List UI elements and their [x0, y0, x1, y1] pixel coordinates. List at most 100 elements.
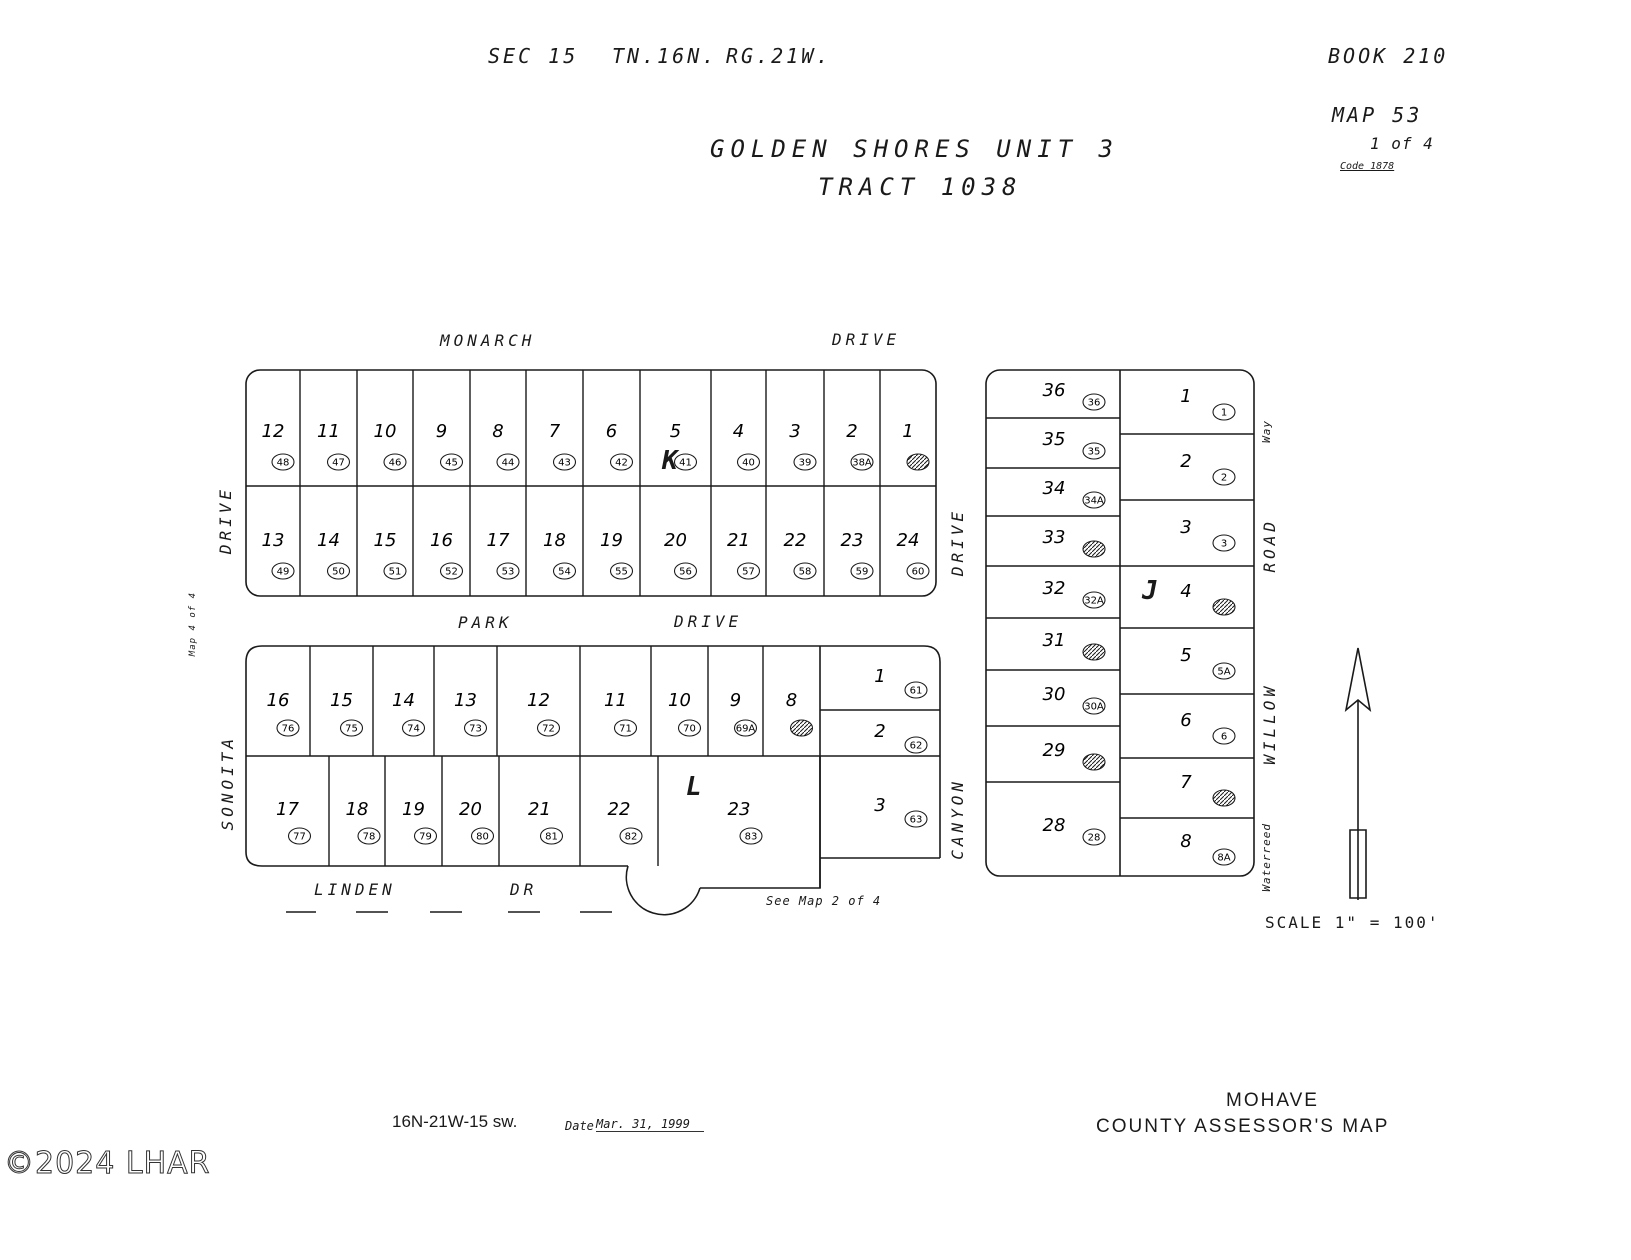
block-j-right-parcel-1: 1 [1221, 408, 1227, 419]
block-l-label: L [686, 772, 702, 802]
block-k-lot-10: 10 [374, 421, 397, 442]
block-l-lot-17: 17 [276, 799, 299, 820]
block-k-parcel-oval-8 [496, 453, 520, 471]
block-l-right-lot-1: 1 [874, 666, 885, 687]
block-l-parcel-oval-10 [677, 719, 702, 737]
code-label: Code 1878 [1340, 161, 1395, 172]
block-j-lot-28: 28 [1043, 815, 1066, 836]
block-j-lot-34: 34 [1043, 478, 1066, 499]
block-l-lot-23: 23 [728, 799, 751, 820]
block-j-right-lot-6: 6 [1180, 710, 1191, 731]
map-number-label: MAP 53 [1332, 103, 1423, 127]
block-k-parcel-8: 44 [502, 458, 515, 469]
block-k-parcel-oval-24 [906, 562, 930, 580]
block-j-right-parcel-oval-6 [1212, 727, 1236, 745]
block-k-lot-11: 11 [317, 421, 340, 442]
block-l-parcel-22: 82 [625, 832, 638, 843]
block-k-parcel-2: 38A [852, 458, 872, 469]
block-j-right-lot-7: 7 [1180, 772, 1192, 793]
block-j-right-parcel-8: 8A [1217, 853, 1230, 864]
block-j-parcel-oval-35 [1082, 442, 1106, 460]
block-k-lot-15: 15 [374, 530, 397, 551]
block-k-lot-1: 1 [902, 421, 913, 442]
block-l-parcel-oval-12 [536, 719, 561, 737]
block-j-parcel-oval-28 [1082, 828, 1106, 846]
block-l-lot-19: 19 [402, 799, 425, 820]
block-l-lot-9: 9 [730, 690, 741, 711]
block-k-parcel-17: 53 [502, 567, 515, 578]
block-j-right-parcel-oval-2 [1212, 468, 1236, 486]
block-k-label: K [662, 446, 678, 476]
block-k-parcel-19: 55 [615, 567, 628, 578]
date-value: Mar. 31, 1999 [596, 1117, 704, 1132]
block-j-parcel-oval-32 [1082, 591, 1106, 609]
block-k-parcel-oval-21 [736, 562, 761, 580]
block-l-parcel-9: 69A [736, 724, 756, 735]
block-j-parcel-oval-31 [1082, 643, 1106, 661]
block-l-parcel-oval-23 [739, 827, 763, 845]
block-j-right-parcel-2: 2 [1221, 473, 1227, 484]
block-l-parcel-12: 72 [542, 724, 555, 735]
block-k-parcel-oval-3 [793, 453, 817, 471]
block-l-parcel-17: 77 [293, 832, 306, 843]
block-j-parcel-36: 36 [1088, 398, 1101, 409]
monarch-drive-label: DRIVE [832, 330, 901, 349]
block-j-right-lot-4: 4 [1180, 581, 1191, 602]
block-k-parcel-18: 54 [558, 567, 571, 578]
block-k-lot-5: 5 [670, 421, 681, 442]
block-k-parcel-3: 39 [799, 458, 812, 469]
copyright-watermark: ©2024 LHAR [4, 1146, 211, 1182]
block-k-parcel-21: 57 [742, 567, 755, 578]
block-l-right-parcel-3: 63 [910, 815, 923, 826]
block-k-parcel-7: 43 [558, 458, 571, 469]
block-j-right-parcel-oval-7 [1212, 789, 1236, 807]
block-j-lot-29: 29 [1043, 740, 1066, 761]
block-j-lot-30: 30 [1043, 684, 1066, 705]
block-k-lot-3: 3 [789, 421, 800, 442]
block-k-parcel-4: 40 [742, 458, 755, 469]
block-j-parcel-32: 32A [1084, 596, 1104, 607]
park-drive-label: DRIVE [674, 612, 743, 631]
block-k-parcel-10: 46 [389, 458, 402, 469]
grid-reference: 16N-21W-15 sw. [392, 1112, 518, 1131]
block-l-parcel-oval-9 [733, 719, 758, 737]
block-k-parcel-oval-12 [271, 453, 295, 471]
block-k-lot-19: 19 [600, 530, 623, 551]
block-k-parcel-oval-13 [271, 562, 295, 580]
block-j-right-parcel-oval-3 [1212, 534, 1236, 552]
block-l-lot-16: 16 [267, 690, 290, 711]
block-k-lot-4: 4 [733, 421, 744, 442]
block-j-right-parcel-oval-5 [1212, 662, 1236, 680]
block-j-parcel-oval-36 [1082, 393, 1106, 411]
book-label: BOOK 210 [1328, 44, 1449, 68]
linden-street-label: LINDEN [314, 880, 396, 899]
block-j-right-parcel-3: 3 [1221, 539, 1227, 550]
block-l-parcel-oval-16 [276, 719, 300, 737]
block-k-parcel-6: 42 [615, 458, 628, 469]
block-l-parcel-oval-17 [287, 827, 312, 845]
block-l-parcel-20: 80 [476, 832, 489, 843]
block-j-right-lot-3: 3 [1180, 517, 1191, 538]
block-l-right-parcel-1: 61 [910, 686, 923, 697]
block-j-lot-32: 32 [1043, 578, 1066, 599]
sheet-label: 1 of 4 [1370, 134, 1434, 153]
block-j-right-lot-5: 5 [1180, 645, 1191, 666]
block-k-parcel-oval-14 [326, 562, 351, 580]
block-l-lot-15: 15 [330, 690, 353, 711]
park-street-label: PARK [458, 613, 513, 632]
block-k-parcel-oval-6 [609, 453, 634, 471]
block-l-parcel-18: 78 [363, 832, 376, 843]
block-k-parcel-16: 52 [445, 567, 458, 578]
block-j-lot-36: 36 [1043, 380, 1066, 401]
block-l-parcel-11: 71 [619, 724, 632, 735]
block-k-parcel-11: 47 [332, 458, 345, 469]
block-l-lot-14: 14 [392, 690, 415, 711]
block-k-lot-14: 14 [317, 530, 340, 551]
block-k-lot-17: 17 [487, 530, 510, 551]
block-k-parcel-15: 51 [389, 567, 402, 578]
block-l-right-parcel-oval-3 [904, 810, 928, 828]
block-l-parcel-oval-20 [470, 827, 495, 845]
subdivision-title: GOLDEN SHORES UNIT 3 [710, 135, 1119, 163]
block-k-parcel-oval-7 [552, 453, 577, 471]
